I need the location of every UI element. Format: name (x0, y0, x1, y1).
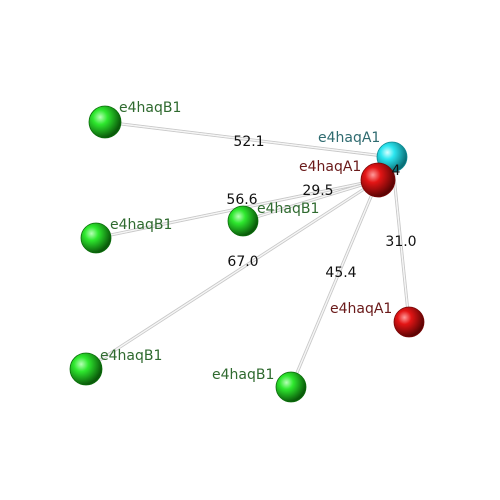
edge-g4-r1 (85, 178, 379, 371)
atom-node-g4 (69, 352, 103, 386)
atom-node-r2 (393, 306, 425, 338)
atom-node-g1 (88, 105, 122, 139)
atom-node-g5 (275, 371, 307, 403)
distance-label: 56.6 (226, 192, 257, 208)
distance-label: 31.0 (385, 234, 416, 250)
edge-g3-r1 (242, 178, 379, 223)
edge-g1-cy (104, 120, 393, 159)
node-layer (69, 105, 425, 403)
atom-label: e4haqA1 (299, 159, 361, 175)
distance-label: 29.5 (302, 183, 333, 199)
atom-label: e4haqB1 (119, 100, 181, 116)
edge-g5-r1 (289, 179, 380, 388)
label-layer: 52.1 56.6 29.5 67.0 45.4 31.0 4 e4haqB1 e4haqB1 e… (100, 100, 417, 383)
atom-node-g2 (80, 222, 112, 254)
atom-label: e4haqA1 (318, 130, 380, 146)
atom-node-r1 (360, 162, 396, 198)
distance-label: 67.0 (227, 254, 258, 270)
atom-label: e4haqB1 (110, 217, 172, 233)
distance-label: 52.1 (233, 134, 264, 150)
distance-label: 4 (392, 163, 401, 179)
atom-label: e4haqA1 (330, 301, 392, 317)
distance-label: 45.4 (325, 265, 356, 281)
atom-label: e4haqB1 (257, 201, 319, 217)
atom-label: e4haqB1 (100, 348, 162, 364)
atom-node-g3 (227, 205, 259, 237)
atom-label: e4haqB1 (212, 367, 274, 383)
